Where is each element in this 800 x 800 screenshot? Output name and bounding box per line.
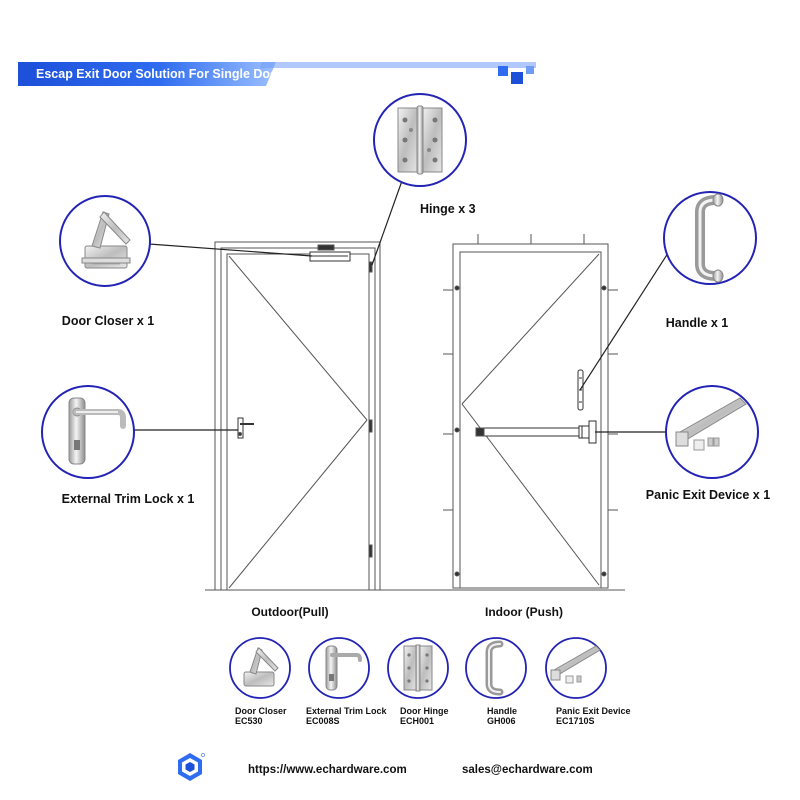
small-handle-icon (485, 640, 504, 696)
echardware-logo-icon (178, 753, 205, 781)
banner-shape (18, 62, 536, 86)
external-trim-lock-callout (41, 385, 135, 479)
product-strip (229, 637, 607, 699)
outdoor-door (214, 241, 381, 591)
product-trim-lock: External Trim Lock EC008S (306, 706, 387, 726)
trim-lock-icon (68, 397, 126, 465)
product-name: Door Closer (235, 706, 287, 716)
panic-exit-device-callout (665, 385, 759, 479)
product-name: External Trim Lock (306, 706, 387, 716)
product-name: Panic Exit Device (556, 706, 631, 716)
product-code: EC008S (306, 716, 340, 726)
door-closer-label: Door Closer x 1 (61, 314, 155, 328)
product-door-hinge: Door Hinge ECH001 (400, 706, 449, 726)
indoor-caption: Indoor (Push) (485, 605, 563, 619)
door-closer-icon (81, 211, 131, 269)
small-panic-bar-icon (550, 645, 601, 684)
panic-bar-icon (675, 397, 747, 451)
product-name: Handle (487, 706, 518, 716)
callout-leaders (134, 177, 671, 433)
panic-exit-device-label: Panic Exit Device x 1 (645, 488, 771, 502)
small-door-closer-icon (243, 647, 279, 687)
product-door-closer: Door Closer EC530 (235, 706, 287, 726)
product-code: EC1710S (556, 716, 595, 726)
handle-callout (663, 191, 757, 285)
pull-handle-icon (695, 193, 724, 283)
product-panic-exit-device: Panic Exit Device EC1710S (556, 706, 631, 726)
indoor-door (443, 234, 618, 589)
banner-title: Escap Exit Door Solution For Single Door (36, 67, 283, 81)
small-trim-lock-icon (325, 645, 362, 691)
banner: Escap Exit Door Solution For Single Door (18, 62, 283, 86)
handle-label: Handle x 1 (665, 316, 729, 330)
product-name: Door Hinge (400, 706, 449, 716)
product-code: ECH001 (400, 716, 435, 726)
outdoor-caption: Outdoor(Pull) (251, 605, 329, 619)
product-code: EC530 (235, 716, 263, 726)
hinge-label: Hinge x 3 (420, 202, 476, 216)
product-handle: Handle GH006 (487, 706, 517, 726)
hinge-callout (373, 93, 467, 187)
product-code: GH006 (487, 716, 516, 726)
email-link[interactable]: sales@echardware.com (462, 764, 593, 776)
door-closer-callout (59, 195, 151, 287)
website-link[interactable]: https://www.echardware.com (248, 764, 407, 776)
hinge-icon (397, 105, 443, 175)
small-hinge-icon (403, 644, 433, 692)
external-trim-lock-label: External Trim Lock x 1 (61, 492, 195, 506)
